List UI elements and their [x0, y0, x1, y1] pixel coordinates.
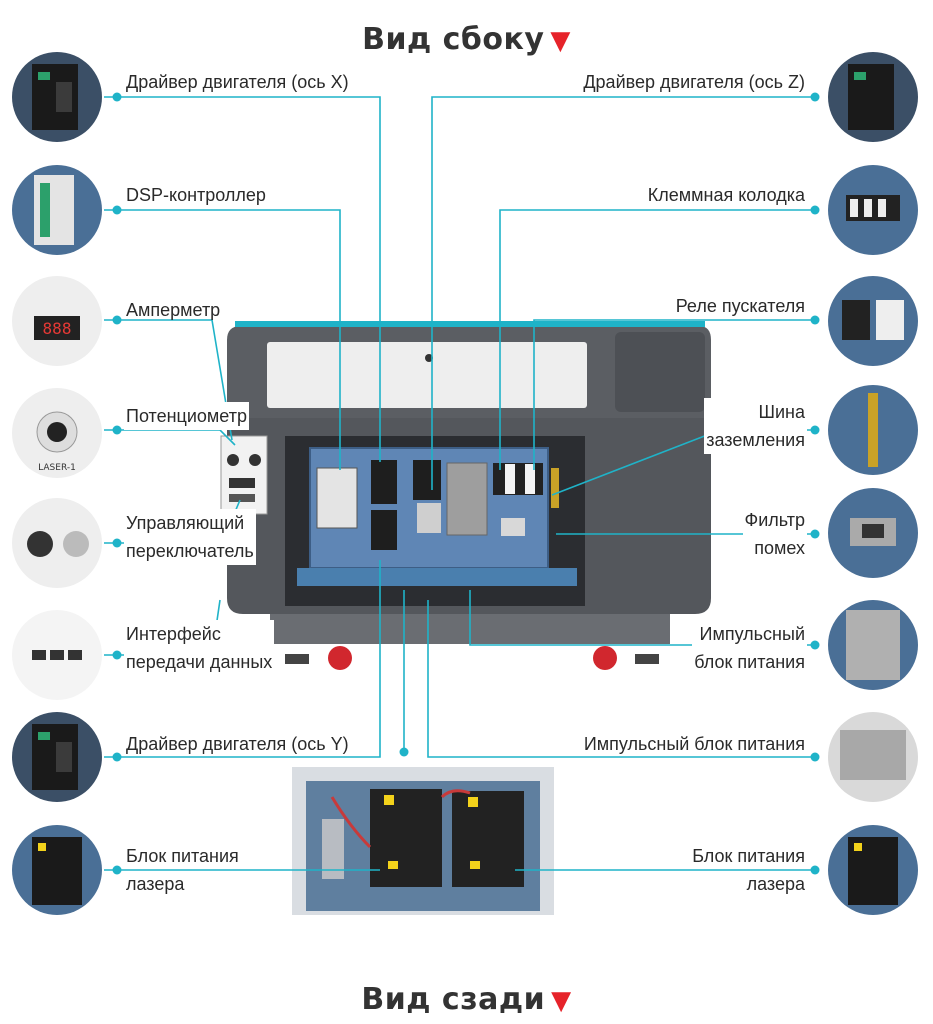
label-line: Реле пускателя: [675, 296, 805, 316]
ammeter-thumbnail: 888: [12, 276, 102, 366]
label-terminal-block: Клеммная колодка: [648, 181, 805, 209]
label-line: блок питания: [694, 652, 805, 672]
ground-bus-thumbnail: [828, 385, 918, 475]
ammeter-reading: 888: [43, 319, 72, 338]
dsp-controller-thumbnail: [12, 165, 102, 255]
label-switching-psu: Импульсный блок питания: [692, 620, 807, 676]
starter-relay-thumbnail: [828, 276, 918, 366]
label-line: переключатель: [126, 541, 254, 561]
label-line: лазера: [746, 874, 805, 894]
label-line: Блок питания: [692, 846, 805, 866]
label-line: помех: [754, 538, 805, 558]
label-laser-power-right: Блок питания лазера: [692, 842, 805, 898]
label-dsp-controller: DSP-контроллер: [126, 181, 266, 209]
connector-dot: [810, 205, 820, 215]
label-line: Клеммная колодка: [647, 185, 805, 205]
connector-dot: [399, 747, 409, 757]
label-switching-psu-2: Импульсный блок питания: [584, 730, 805, 758]
connector-dot: [112, 92, 122, 102]
control-switch-thumbnail: [12, 498, 102, 588]
label-starter-relay: Реле пускателя: [676, 292, 805, 320]
label-line: DSP-контроллер: [126, 185, 266, 205]
laser-machine-rear-view: [292, 767, 554, 915]
connector-dot: [810, 315, 820, 325]
connector-dot: [112, 865, 122, 875]
label-line: Фильтр: [744, 510, 805, 530]
connector-dot: [112, 425, 122, 435]
connector-dot: [810, 752, 820, 762]
label-line: Амперметр: [126, 300, 221, 320]
label-control-switch: Управляющий переключатель: [124, 509, 256, 565]
motor-driver-y-thumbnail: [12, 712, 102, 802]
label-line: Блок питания: [126, 846, 239, 866]
rear-view-title: Вид сзади▼: [0, 982, 933, 1017]
switching-psu-thumbnail: [828, 600, 918, 690]
label-ground-bus: Шина заземления: [704, 398, 807, 454]
laser-power-left-thumbnail: [12, 825, 102, 915]
potentiometer-brand: LASER-1: [38, 463, 76, 473]
connector-dot: [810, 425, 820, 435]
switching-psu-2-thumbnail: [828, 712, 918, 802]
connector-dot: [112, 538, 122, 548]
noise-filter-thumbnail: [828, 488, 918, 578]
connector-dot: [810, 640, 820, 650]
label-line: Импульсный: [699, 624, 805, 644]
connector-dot: [810, 529, 820, 539]
laser-machine-side-view: [220, 321, 711, 670]
control-panel-knobs-icon: [227, 454, 261, 502]
label-motor-driver-y: Драйвер двигателя (ось Y): [126, 730, 349, 758]
connector-dot: [112, 650, 122, 660]
side-view-title-text: Вид сбоку: [362, 22, 545, 57]
label-line: лазера: [126, 874, 185, 894]
label-line: передачи данных: [126, 652, 273, 672]
laser-power-right-thumbnail: [828, 825, 918, 915]
data-interface-thumbnail: [12, 610, 102, 700]
potentiometer-thumbnail: LASER-1: [12, 388, 102, 478]
label-line: Интерфейс: [126, 624, 221, 644]
connector-dot: [112, 205, 122, 215]
label-line: Драйвер двигателя (ось X): [126, 72, 349, 92]
label-motor-driver-z: Драйвер двигателя (ось Z): [583, 68, 805, 96]
label-noise-filter: Фильтр помех: [742, 506, 807, 562]
label-line: Драйвер двигателя (ось Y): [126, 734, 349, 754]
down-arrow-icon: ▼: [550, 26, 571, 56]
label-line: Управляющий: [126, 513, 245, 533]
label-line: Потенциометр: [126, 406, 247, 426]
label-potentiometer: Потенциометр: [124, 402, 249, 430]
label-line: заземления: [706, 430, 805, 450]
down-arrow-icon: ▼: [551, 986, 572, 1016]
label-data-interface: Интерфейс передачи данных: [124, 620, 275, 676]
label-line: Шина: [758, 402, 805, 422]
connector-dot: [810, 92, 820, 102]
label-line: Драйвер двигателя (ось Z): [583, 72, 805, 92]
connector-dot: [112, 315, 122, 325]
rear-view-title-text: Вид сзади: [361, 982, 546, 1017]
label-line: Импульсный блок питания: [583, 734, 805, 754]
connector-dot: [810, 865, 820, 875]
connector-dot: [112, 752, 122, 762]
side-view-title: Вид сбоку▼: [0, 22, 933, 57]
motor-driver-x-thumbnail: [12, 52, 102, 142]
terminal-block-thumbnail: [828, 165, 918, 255]
label-motor-driver-x: Драйвер двигателя (ось X): [126, 68, 349, 96]
motor-driver-z-thumbnail: [828, 52, 918, 142]
label-ammeter: Амперметр: [126, 296, 220, 324]
label-laser-power-left: Блок питания лазера: [126, 842, 239, 898]
